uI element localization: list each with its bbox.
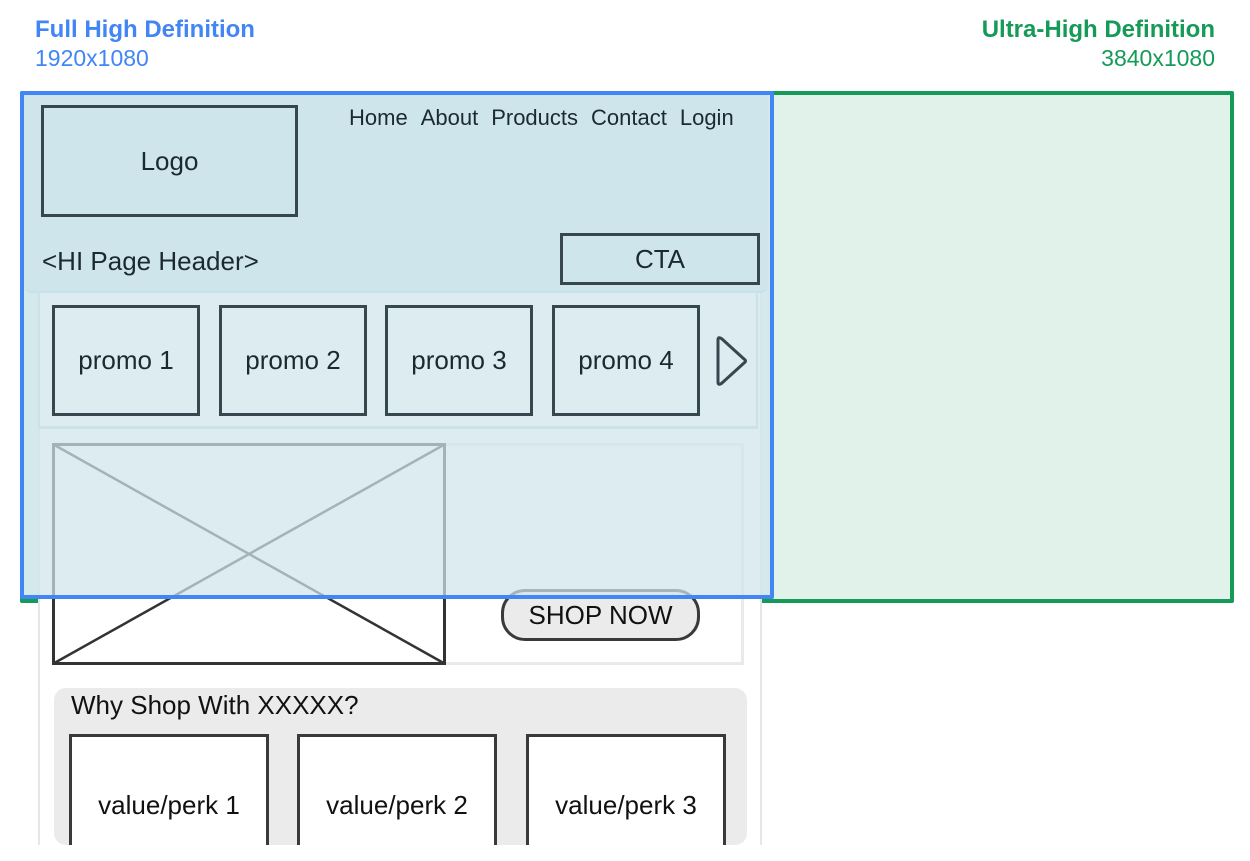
perk-label: value/perk 1 bbox=[98, 789, 240, 820]
logo-placeholder[interactable]: Logo bbox=[41, 105, 298, 217]
nav-about[interactable]: About bbox=[420, 105, 479, 130]
perk-label: value/perk 3 bbox=[555, 789, 697, 820]
promo-label: promo 2 bbox=[245, 345, 341, 375]
promo-label: promo 3 bbox=[411, 345, 507, 375]
top-nav: Home About Products Contact Login bbox=[349, 105, 734, 131]
cta-button[interactable]: CTA bbox=[560, 233, 760, 285]
uhd-label-title: Ultra-High Definition bbox=[981, 16, 1215, 43]
nav-contact[interactable]: Contact bbox=[591, 105, 667, 130]
chevron-right-icon[interactable] bbox=[713, 334, 749, 388]
nav-home[interactable]: Home bbox=[349, 105, 408, 130]
logo-label: Logo bbox=[140, 145, 199, 176]
perk-card: value/perk 1 bbox=[69, 734, 269, 854]
promo-card[interactable]: promo 3 bbox=[385, 305, 533, 416]
cta-label: CTA bbox=[634, 243, 686, 274]
promo-card[interactable]: promo 2 bbox=[219, 305, 367, 416]
perk-card: value/perk 3 bbox=[526, 734, 726, 854]
nav-login[interactable]: Login bbox=[679, 105, 734, 130]
nav-products[interactable]: Products bbox=[491, 105, 579, 130]
perk-card: value/perk 2 bbox=[297, 734, 497, 854]
fhd-label-title: Full High Definition bbox=[35, 16, 255, 43]
fhd-label-resolution: 1920x1080 bbox=[35, 45, 149, 71]
perk-label: value/perk 2 bbox=[326, 789, 468, 820]
fhd-viewport-frame bbox=[20, 91, 774, 599]
uhd-label-resolution: 3840x1080 bbox=[1101, 45, 1215, 71]
bottom-crop bbox=[0, 845, 1250, 861]
page-header: <HI Page Header> bbox=[42, 246, 259, 276]
why-shop-title: Why Shop With XXXXX? bbox=[71, 690, 359, 720]
promo-label: promo 1 bbox=[78, 345, 174, 375]
promo-card[interactable]: promo 1 bbox=[52, 305, 200, 416]
promo-label: promo 4 bbox=[578, 345, 674, 375]
promo-card[interactable]: promo 4 bbox=[552, 305, 700, 416]
